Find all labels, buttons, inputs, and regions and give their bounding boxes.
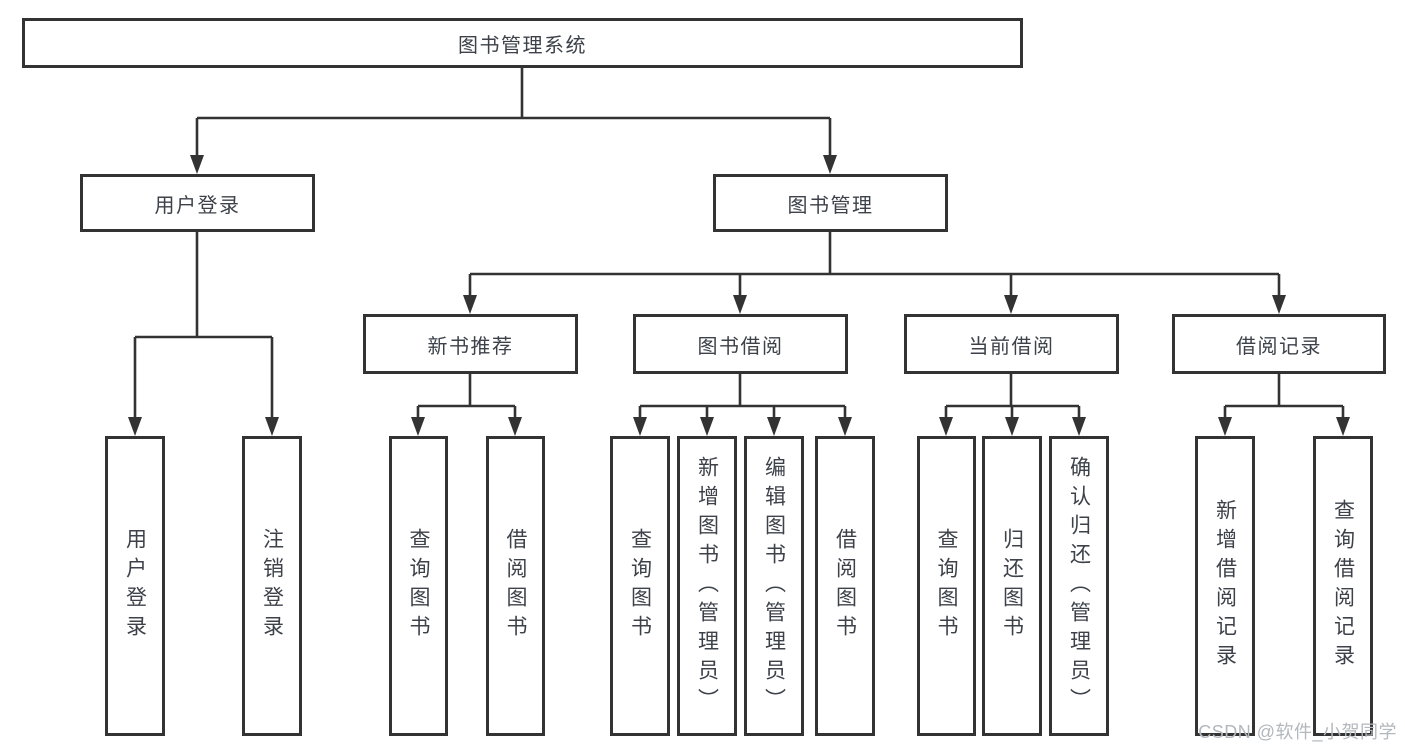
node-query-books-borrowing: 查询图书 <box>610 436 670 736</box>
node-label: 借阅图书 <box>833 528 857 644</box>
connector-line <box>416 374 517 419</box>
node-borrow-books-borrowing: 借阅图书 <box>815 436 875 736</box>
connector-line <box>133 232 274 419</box>
node-label: 查询图书 <box>407 528 430 644</box>
connector-line <box>468 232 1281 297</box>
node-label: 用户登录 <box>123 528 147 644</box>
arrowhead-icon <box>1072 417 1086 436</box>
arrowhead-icon <box>1218 417 1232 436</box>
arrowhead-icon <box>1004 295 1018 314</box>
node-label: 新增借阅记录 <box>1213 499 1237 673</box>
node-label: 新增图书（管理员） <box>695 455 719 717</box>
arrowhead-icon <box>411 417 425 436</box>
arrowhead-icon <box>1005 417 1019 436</box>
node-add-books-admin: 新增图书（管理员） <box>677 436 737 736</box>
arrowhead-icon <box>939 417 953 436</box>
node-label: 查询图书 <box>935 528 958 644</box>
connector-line <box>944 374 1081 419</box>
arrowhead-icon <box>733 295 747 314</box>
arrowhead-icon <box>1272 295 1286 314</box>
node-label: 图书借阅 <box>697 335 784 358</box>
node-current-borrowing: 当前借阅 <box>904 314 1119 374</box>
node-label: 当前借阅 <box>968 335 1055 358</box>
node-label: 确认归还（管理员） <box>1067 455 1091 717</box>
node-label: 借阅图书 <box>504 528 527 644</box>
arrowhead-icon <box>463 295 477 314</box>
node-label: 图书管理系统 <box>458 34 587 57</box>
arrowhead-icon <box>700 417 714 436</box>
node-new-book-recommendation: 新书推荐 <box>363 314 578 374</box>
node-add-borrow-record: 新增借阅记录 <box>1195 436 1255 736</box>
node-label: 注销登录 <box>260 528 284 644</box>
node-label: 查询图书 <box>628 528 652 644</box>
connector-line <box>195 68 832 157</box>
node-book-management: 图书管理 <box>713 174 948 232</box>
arrowhead-icon <box>1336 417 1350 436</box>
node-label: 编辑图书（管理员） <box>762 455 786 717</box>
arrowhead-icon <box>823 155 837 174</box>
node-label: 新书推荐 <box>427 335 514 358</box>
node-logout-leaf: 注销登录 <box>242 436 302 736</box>
arrowhead-icon <box>767 417 781 436</box>
arrowhead-icon <box>265 417 279 436</box>
node-label: 归还图书 <box>1000 528 1024 644</box>
node-label: 借阅记录 <box>1236 335 1322 358</box>
arrowhead-icon <box>838 417 852 436</box>
connector-line <box>1223 374 1345 419</box>
arrowhead-icon <box>633 417 647 436</box>
node-edit-books-admin: 编辑图书（管理员） <box>744 436 804 736</box>
node-return-books: 归还图书 <box>982 436 1042 736</box>
arrowhead-icon <box>190 155 204 174</box>
node-label: 查询借阅记录 <box>1331 499 1355 673</box>
node-confirm-return-admin: 确认归还（管理员） <box>1049 436 1109 736</box>
node-borrow-books-recommend: 借阅图书 <box>486 436 545 736</box>
node-query-books-recommend: 查询图书 <box>389 436 448 736</box>
connector-line <box>638 374 847 419</box>
arrowhead-icon <box>508 417 522 436</box>
node-label: 图书管理 <box>787 194 874 217</box>
node-user-login-leaf: 用户登录 <box>105 436 165 736</box>
node-borrowing-records: 借阅记录 <box>1172 314 1386 374</box>
node-label: 用户登录 <box>154 194 241 217</box>
arrowhead-icon <box>128 417 142 436</box>
node-user-login: 用户登录 <box>80 174 315 232</box>
node-library-management-system: 图书管理系统 <box>22 18 1023 68</box>
node-query-books-current: 查询图书 <box>917 436 976 736</box>
watermark: CSDN @软件_小贺同学 <box>1198 722 1397 742</box>
node-book-borrowing: 图书借阅 <box>633 314 848 374</box>
node-query-borrow-record: 查询借阅记录 <box>1313 436 1373 736</box>
